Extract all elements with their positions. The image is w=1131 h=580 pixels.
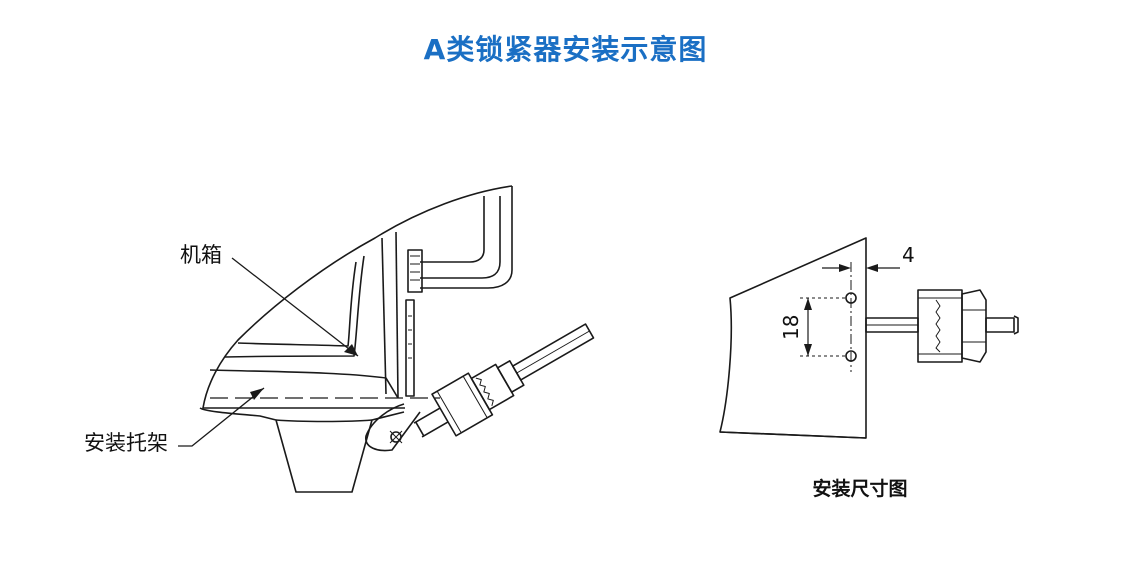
dimension-horizontal-value: 4 — [902, 243, 915, 267]
chassis-outline — [202, 185, 513, 409]
diagram-caption: 安装尺寸图 — [812, 478, 908, 500]
chassis-assembly — [178, 185, 595, 493]
locker-knurl-right — [917, 289, 963, 363]
chassis-inner-frame — [237, 261, 357, 347]
dimension-vertical-value: 18 — [779, 315, 803, 340]
label-bracket: 安装托架 — [84, 431, 168, 455]
label-case: 机箱 — [180, 243, 222, 267]
dimension-view — [719, 237, 1019, 439]
leader-case — [231, 257, 359, 357]
leader-bracket — [178, 387, 265, 447]
page-title: A类锁紧器安装示意图 — [423, 33, 708, 66]
bracket-outline — [199, 407, 405, 493]
locker-nut-right — [961, 289, 987, 363]
handle — [420, 186, 513, 289]
